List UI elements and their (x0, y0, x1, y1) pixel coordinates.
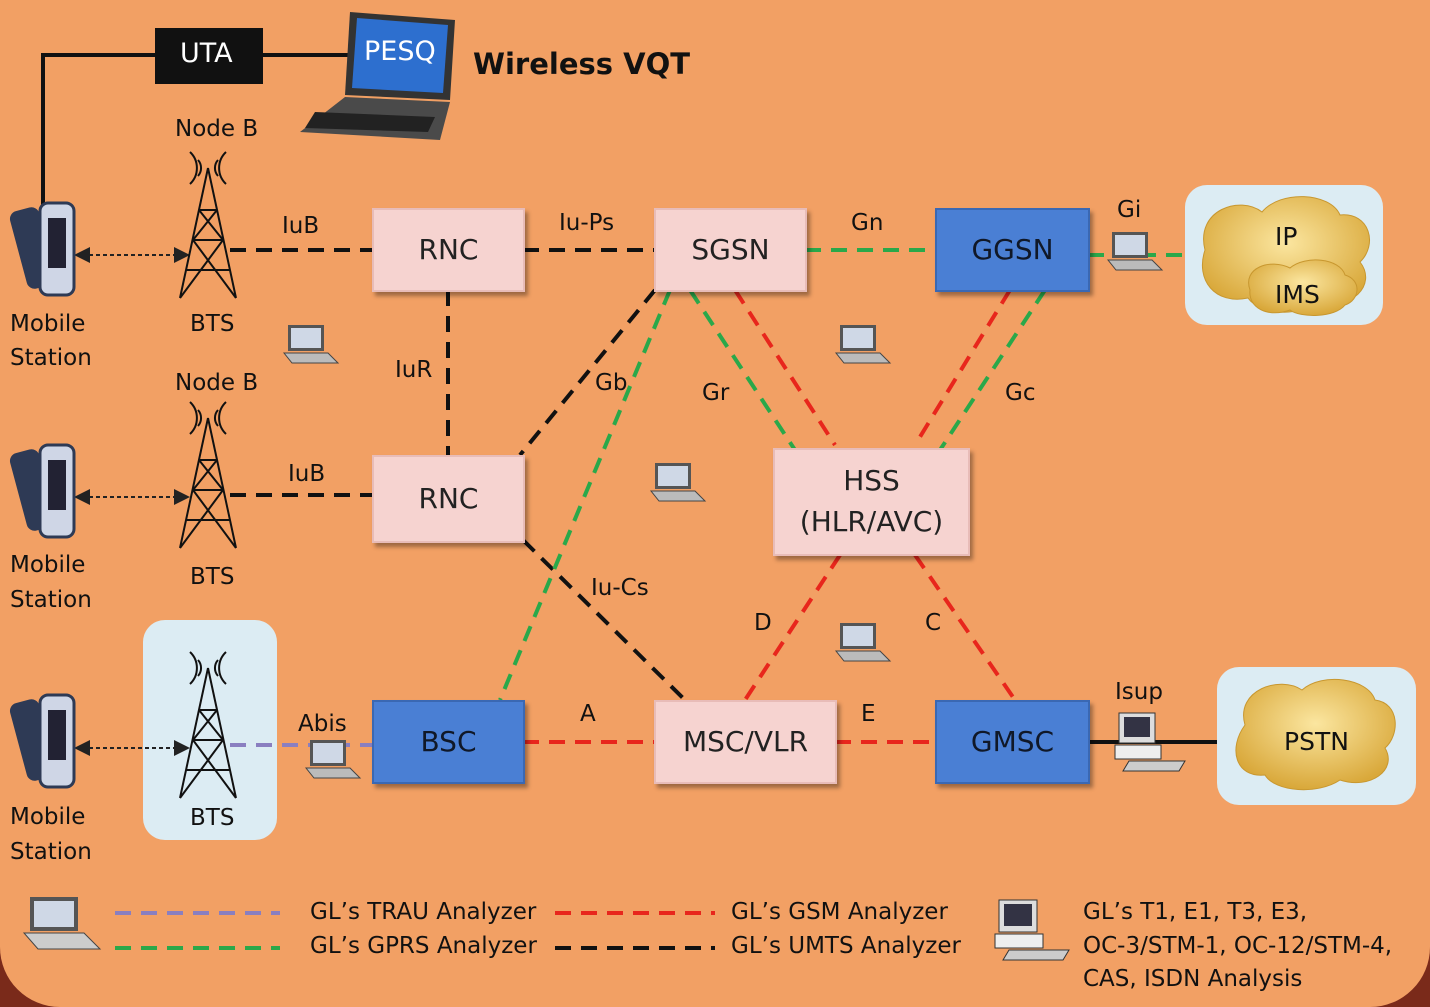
mobile-station-label: Mobile (10, 311, 86, 337)
node-b-label: Node B (175, 370, 259, 396)
rnc-top-node: RNC (372, 208, 525, 292)
cloud-shapes (1201, 196, 1396, 791)
pesq-laptop-icon (300, 12, 455, 140)
c-label: C (925, 610, 942, 636)
gn-label: Gn (851, 210, 884, 236)
iu-cs-label: Iu-Cs (591, 575, 649, 601)
mobile-station-label: Station (10, 839, 92, 865)
hss-node: HSS (HLR/AVC) (773, 448, 970, 556)
iub-label: IuB (282, 213, 320, 239)
iub-label: IuB (288, 461, 326, 487)
legend-line-samples (115, 911, 715, 950)
bts-label: BTS (190, 805, 235, 831)
bts-label: BTS (190, 564, 235, 590)
uta-cable (41, 53, 355, 230)
iu-ps-label: Iu-Ps (559, 210, 615, 236)
rnc-bottom-node: RNC (372, 455, 525, 543)
hlr-avc-label: (HLR/AVC) (799, 505, 944, 538)
uta-box (155, 28, 263, 84)
legend-gprs: GL’s GPRS Analyzer (310, 933, 537, 959)
abis-label: Abis (298, 711, 347, 737)
umts-links (230, 248, 687, 702)
bsc-node: BSC (372, 700, 525, 784)
mobile-station-label: Station (10, 587, 92, 613)
legend-trau: GL’s TRAU Analyzer (310, 899, 537, 925)
legend-cas-isdn: CAS, ISDN Analysis (1083, 966, 1303, 992)
msc-vlr-node: MSC/VLR (654, 700, 837, 784)
ggsn-node: GGSN (935, 208, 1090, 292)
radio-links (74, 247, 190, 756)
legend-t1-e1: GL’s T1, E1, T3, E3, (1083, 899, 1308, 925)
hss-label: HSS (843, 464, 900, 498)
iur-label: IuR (395, 357, 433, 383)
gsm-links (523, 288, 1017, 744)
d-label: D (754, 610, 772, 636)
gmsc-node: GMSC (935, 700, 1090, 784)
node-b-label: Node B (175, 116, 259, 142)
mobile-station-label: Station (10, 345, 92, 371)
pstn-cloud-label: PSTN (1284, 727, 1349, 756)
desktop-computer-icons (994, 712, 1186, 961)
gr-label: Gr (702, 380, 730, 406)
mobile-station-label: Mobile (10, 804, 86, 830)
uta-label: UTA (180, 38, 233, 69)
bts-panel (143, 620, 277, 840)
legend-gsm: GL’s GSM Analyzer (731, 899, 948, 925)
gi-label: Gi (1117, 197, 1142, 223)
legend-umts: GL’s UMTS Analyzer (731, 933, 961, 959)
gb-label: Gb (595, 370, 628, 396)
isup-label: Isup (1115, 679, 1163, 705)
ip-cloud-label: IP (1275, 222, 1298, 251)
bts-towers (179, 151, 237, 799)
probe-laptop-icons (22, 232, 1164, 950)
legend-oc-stm: OC-3/STM-1, OC-12/STM-4, (1083, 933, 1393, 959)
pesq-label: PESQ (364, 36, 436, 67)
gprs-links (498, 248, 1185, 701)
diagram-title: Wireless VQT (473, 47, 691, 81)
bts-label: BTS (190, 311, 235, 337)
mobile-phone-icons (9, 201, 76, 789)
ims-cloud-label: IMS (1275, 280, 1320, 309)
e-label: E (861, 701, 876, 727)
sgsn-node: SGSN (654, 208, 807, 292)
mobile-station-label: Mobile (10, 552, 86, 578)
gc-label: Gc (1005, 380, 1036, 406)
a-label: A (580, 701, 596, 727)
